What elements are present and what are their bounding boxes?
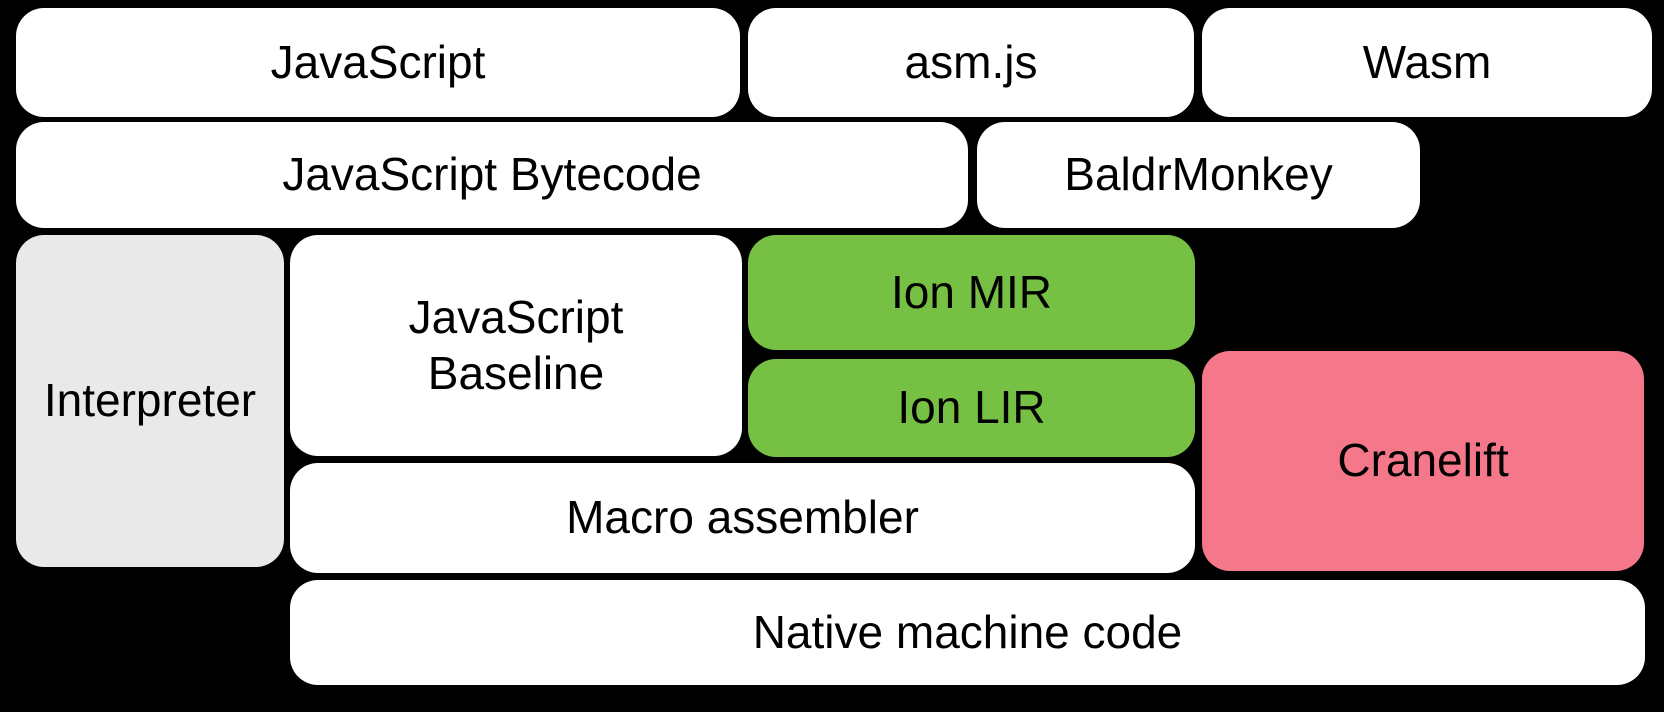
box-javascript-baseline: JavaScript Baseline <box>290 235 742 456</box>
box-native-machine-code: Native machine code <box>290 580 1645 685</box>
box-macro-assembler: Macro assembler <box>290 463 1195 573</box>
box-baldrmonkey: BaldrMonkey <box>977 122 1420 228</box>
box-ion-mir: Ion MIR <box>748 235 1195 350</box>
box-ion-lir: Ion LIR <box>748 359 1195 457</box>
box-javascript-bytecode: JavaScript Bytecode <box>16 122 968 228</box>
box-cranelift: Cranelift <box>1202 351 1644 571</box>
box-wasm: Wasm <box>1202 8 1652 117</box>
box-interpreter: Interpreter <box>16 235 284 567</box>
box-asm-js: asm.js <box>748 8 1194 117</box>
box-javascript: JavaScript <box>16 8 740 117</box>
